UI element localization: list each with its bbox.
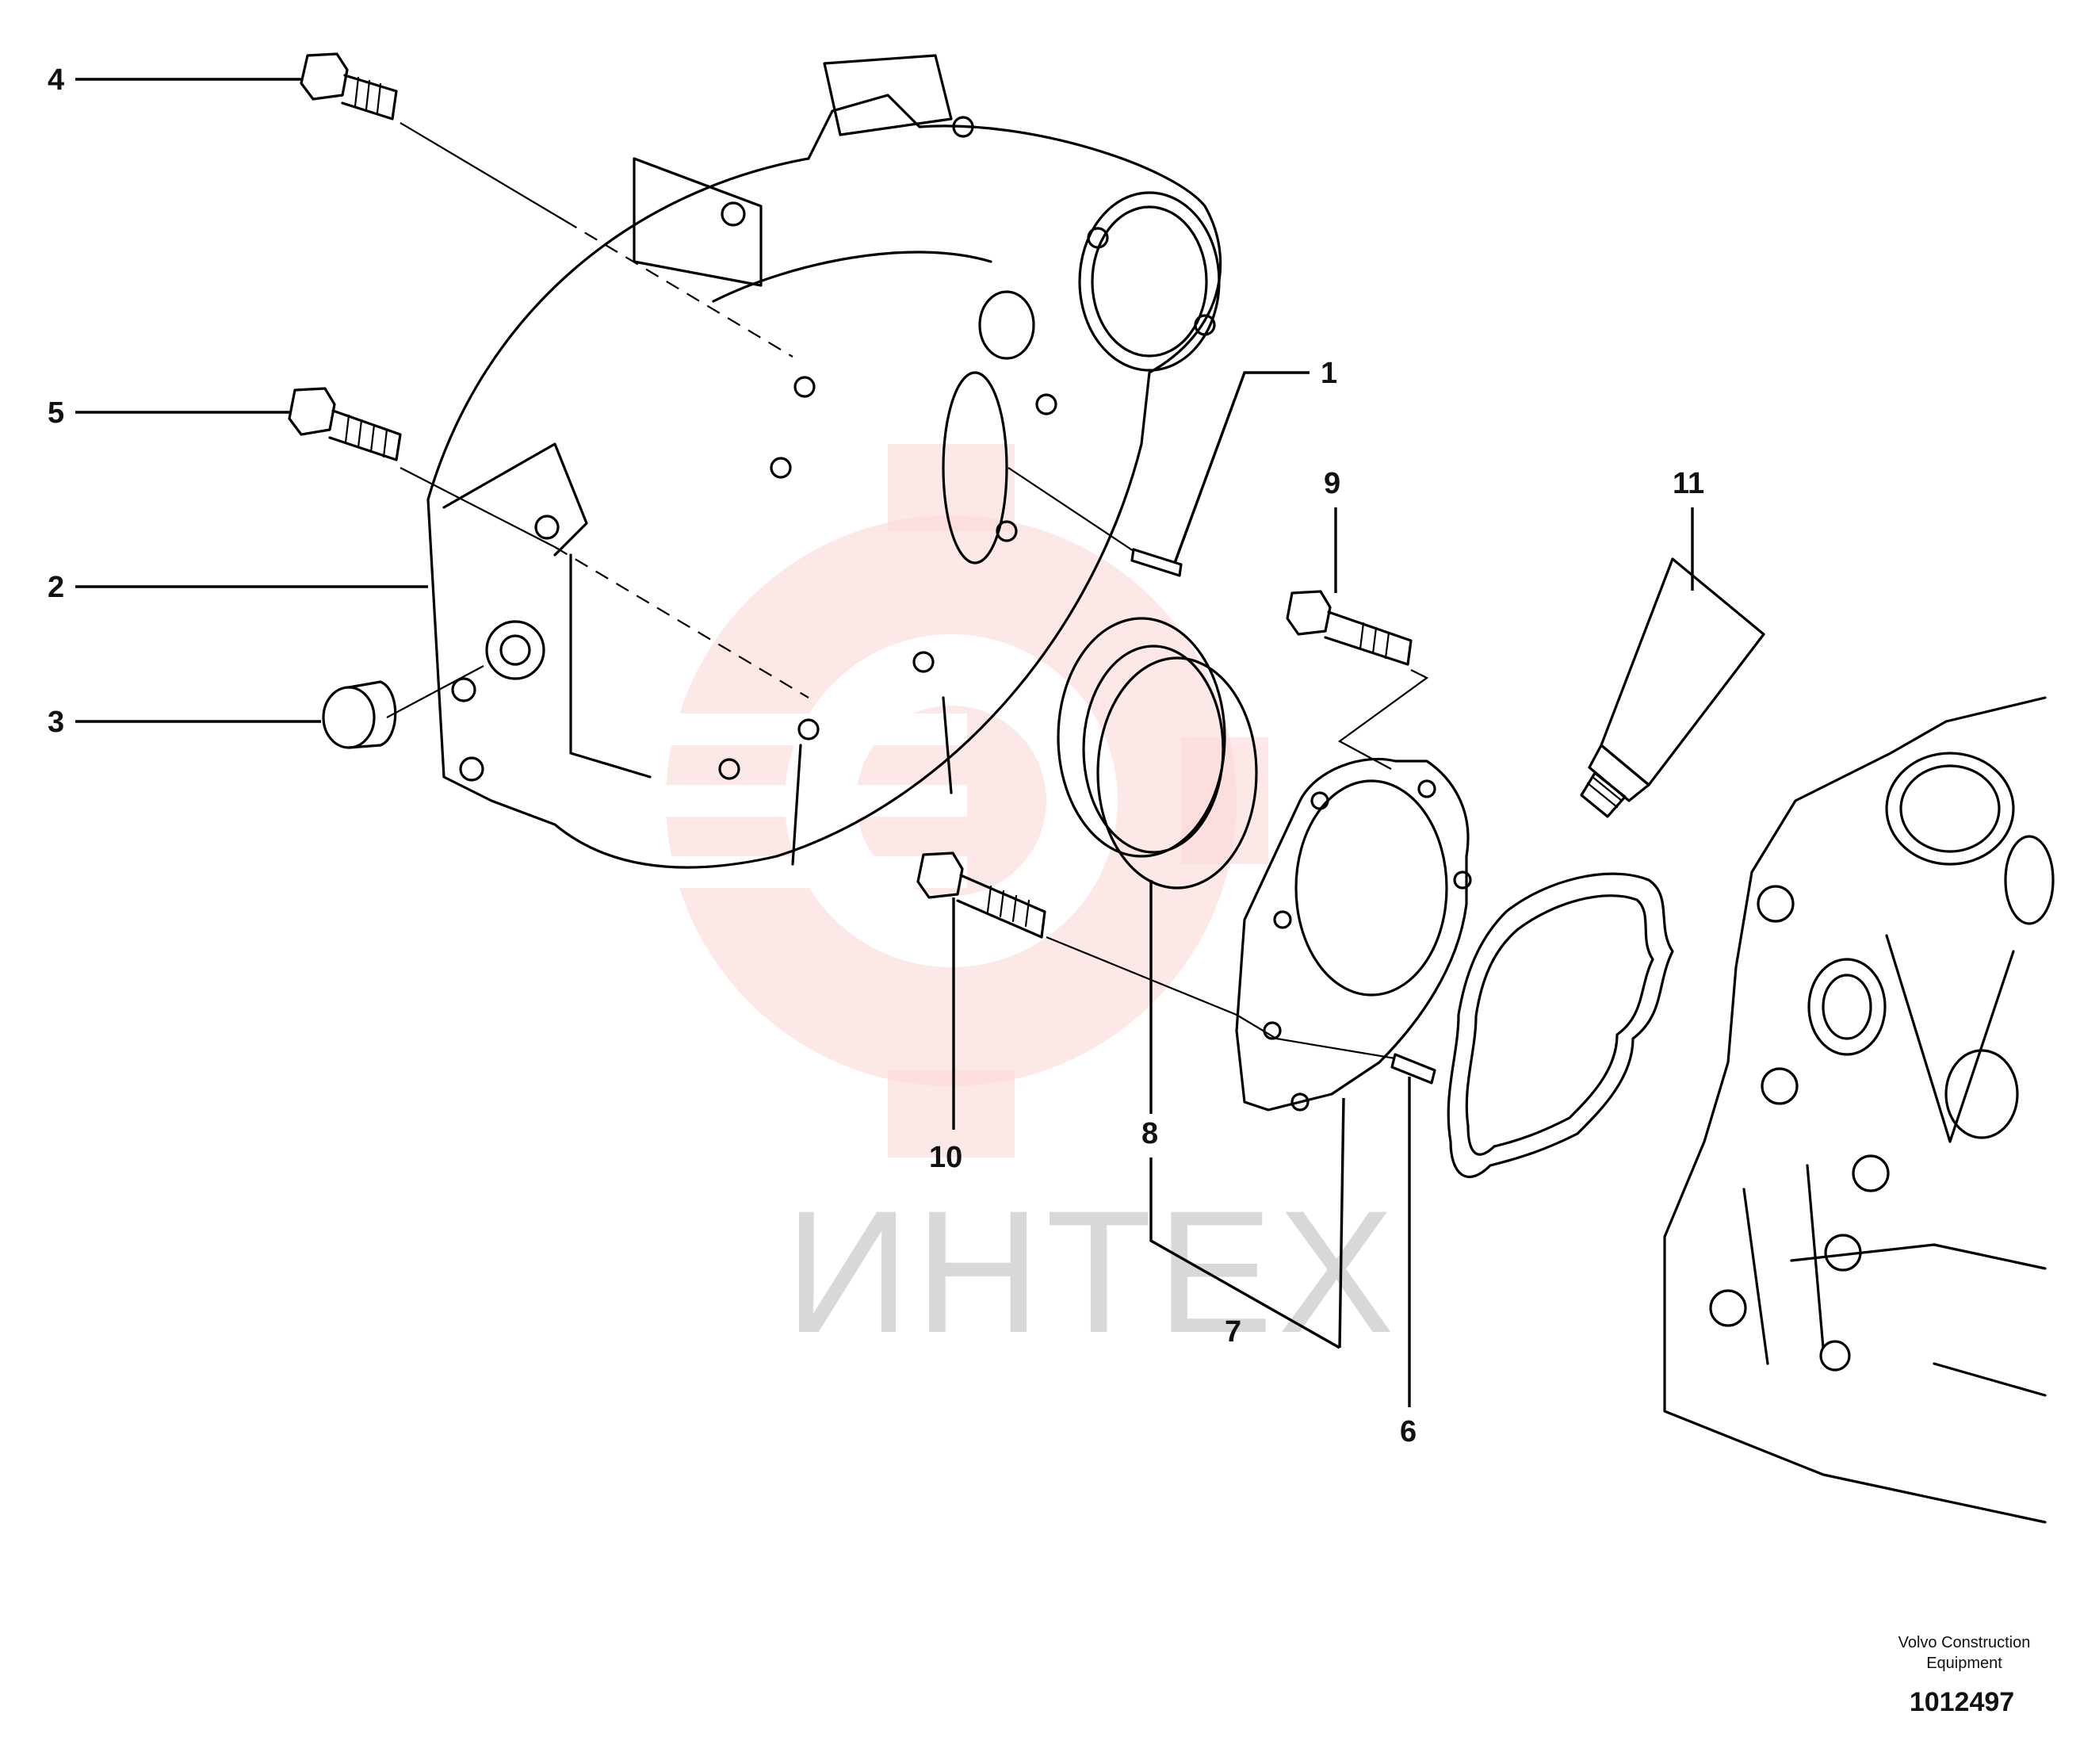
callout-7: 7 [1225, 1315, 1241, 1349]
guide-lines [386, 122, 1429, 1060]
seal-cover-7 [1235, 757, 1472, 1112]
manufacturer-line-1: Volvo Construction [1898, 1634, 2031, 1651]
bolt-10 [916, 851, 1046, 939]
dowel-pin-1 [1130, 548, 1183, 577]
callout-5: 5 [48, 396, 64, 430]
leader-lines [75, 78, 1694, 1407]
sealant-tube-11 [1580, 557, 1765, 818]
document-number: 1012497 [1910, 1687, 2014, 1717]
callout-9: 9 [1324, 467, 1340, 500]
manufacturer-line-2: Equipment [1926, 1655, 2002, 1672]
gasket [1447, 872, 1674, 1178]
callout-8: 8 [1141, 1117, 1158, 1150]
dowel-pin-6 [1390, 1053, 1436, 1085]
callout-4: 4 [48, 63, 64, 97]
callout-1: 1 [1321, 357, 1337, 390]
watermark-logo-icon [650, 444, 1268, 1158]
callout-11: 11 [1673, 467, 1704, 500]
callout-10: 10 [929, 1141, 962, 1174]
callout-2: 2 [48, 571, 64, 604]
callout-3: 3 [48, 706, 64, 739]
watermark-text: ИНТЕХ [785, 1174, 1399, 1369]
flywheel-housing [426, 54, 1222, 869]
callout-6: 6 [1400, 1415, 1417, 1448]
bolt-9 [1286, 590, 1413, 666]
footer: Volvo Construction Equipment 1012497 [1898, 1634, 2031, 1717]
bolt-5 [288, 387, 402, 461]
callout-labels: 4 5 2 3 1 9 11 10 8 7 6 [48, 63, 1704, 1448]
bolt-4 [300, 52, 398, 121]
plug-3 [322, 680, 397, 749]
watermark: ИНТЕХ [650, 444, 1399, 1369]
oil-seal-8 [1057, 617, 1258, 890]
engine-block [1663, 696, 2055, 1524]
